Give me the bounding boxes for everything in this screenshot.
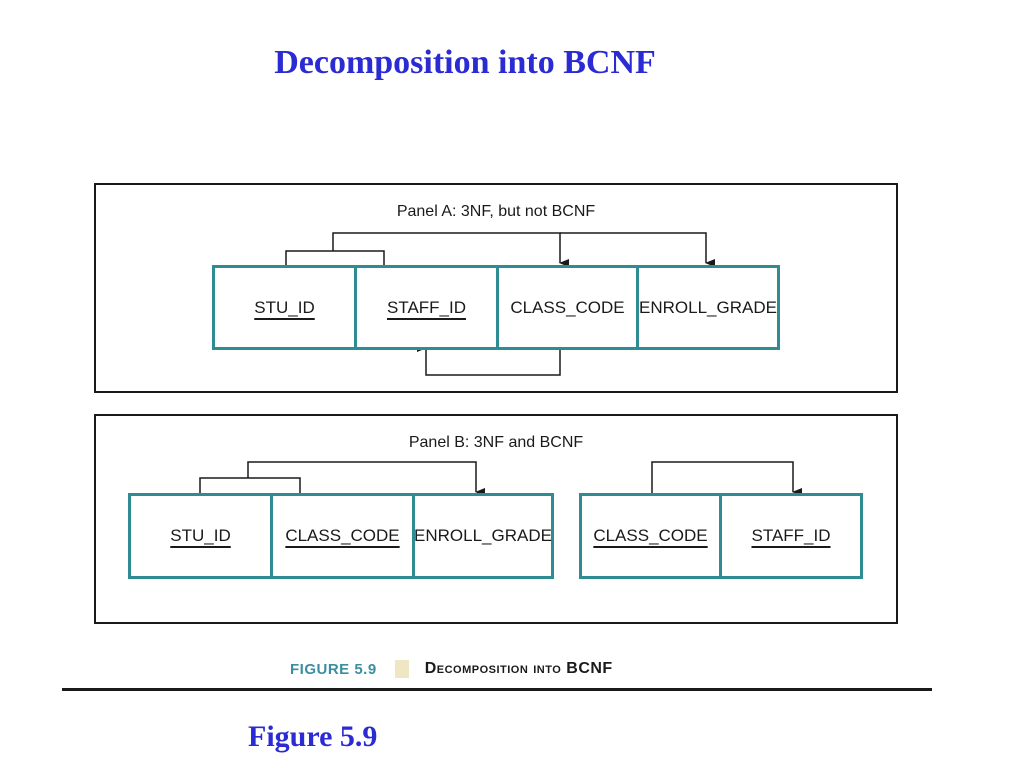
panel-b-cell-class-code-2: CLASS_CODE: [582, 496, 722, 576]
attribute-label: CLASS_CODE: [285, 526, 400, 545]
panel-b-class-to-staff-arrow: [651, 461, 802, 496]
panel-a-table: STU_ID STAFF_ID CLASS_CODE ENROLL_GRADE: [212, 265, 780, 350]
panel-b-cell-class-code: CLASS_CODE: [273, 496, 415, 576]
panel-a-class-to-staff-arrow: [417, 344, 561, 376]
attribute-label: CLASS_CODE: [510, 297, 625, 317]
panel-a-cell-class-code: CLASS_CODE: [499, 268, 639, 347]
divider-rule: [62, 688, 932, 691]
panel-a-key-to-grade-arrow: [560, 232, 715, 267]
caption-swatch: [394, 660, 409, 678]
panel-a-cell-staff-id: STAFF_ID: [357, 268, 499, 347]
panel-b-table-class: CLASS_CODE STAFF_ID: [579, 493, 863, 579]
panel-b-cell-enroll-grade: ENROLL_GRADE: [414, 496, 552, 576]
panel-b: Panel B: 3NF and BCNF STU_ID CLASS_CODE …: [94, 414, 898, 624]
attribute-label: STU_ID: [254, 297, 315, 317]
panel-b-title: Panel B: 3NF and BCNF: [408, 434, 584, 451]
attribute-label: STAFF_ID: [386, 297, 467, 317]
panel-b-table-enrollment: STU_ID CLASS_CODE ENROLL_GRADE: [128, 493, 554, 579]
panel-b-determinant-bracket: [199, 477, 301, 494]
attribute-label: ENROLL_GRADE: [414, 526, 552, 545]
panel-b-cell-stu-id: STU_ID: [131, 496, 273, 576]
attribute-label: ENROLL_GRADE: [639, 297, 777, 317]
panel-b-key-to-grade-arrow: [247, 461, 485, 496]
panel-a-cell-enroll-grade: ENROLL_GRADE: [639, 268, 777, 347]
panel-b-cell-staff-id: STAFF_ID: [722, 496, 860, 576]
caption-title: Decomposition into BCNF: [424, 660, 613, 677]
panel-a-title: Panel A: 3NF, but not BCNF: [396, 203, 596, 220]
caption-figure-number: FIGURE 5.9: [290, 660, 377, 678]
panel-a: Panel A: 3NF, but not BCNF STU_ID STAFF_…: [94, 183, 898, 393]
panel-a-key-to-class-arrow: [332, 232, 569, 267]
figure-caption: FIGURE 5.9 Decomposition into BCNF: [290, 656, 613, 682]
attribute-label: CLASS_CODE: [593, 526, 708, 545]
panel-a-cell-stu-id: STU_ID: [215, 268, 357, 347]
attribute-label: STU_ID: [170, 526, 231, 545]
slide-title: Decomposition into BCNF: [274, 44, 656, 81]
figure-label: Figure 5.9: [248, 720, 378, 753]
attribute-label: STAFF_ID: [751, 526, 831, 545]
